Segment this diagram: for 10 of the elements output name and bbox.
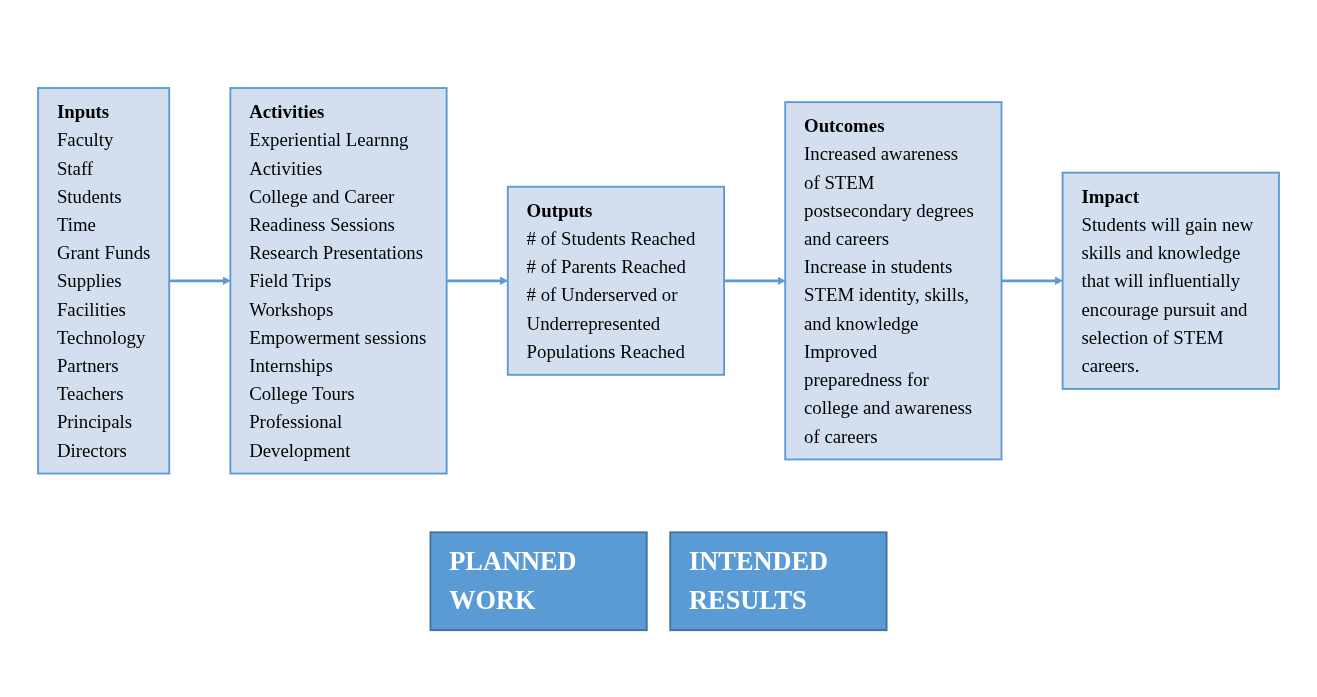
node-box: Activities Experiential Learnng Activities College and Career Readiness Sessions Research Presentations Field Trips Workshops Empowerment sessions Internships College Tours Professional Development [229, 87, 448, 475]
node-box: Outcomes Increased awareness of STEM postsecondary degrees and careers Increase in students STEM identity, skills, and knowledge Improved preparedness for college and awareness of careers [784, 101, 1003, 461]
node-box: Outputs # of Students Reached # of Parents Reached # of Underserved or Underrepresented Populations Reached [506, 185, 725, 376]
arrow [724, 276, 786, 285]
node-box: Impact Students will gain new skills and knowledge that will influentially encourage pursuit and selection of STEM careers. [1061, 171, 1280, 390]
node-box: PLANNED WORK [429, 531, 648, 632]
arrow [169, 276, 231, 285]
node-box: INTENDED RESULTS [669, 531, 888, 632]
arrow [1001, 276, 1063, 285]
node-box: Inputs Faculty Staff Students Time Grant Funds Supplies Facilities Technology Partners Teachers Principals Directors [37, 87, 171, 475]
